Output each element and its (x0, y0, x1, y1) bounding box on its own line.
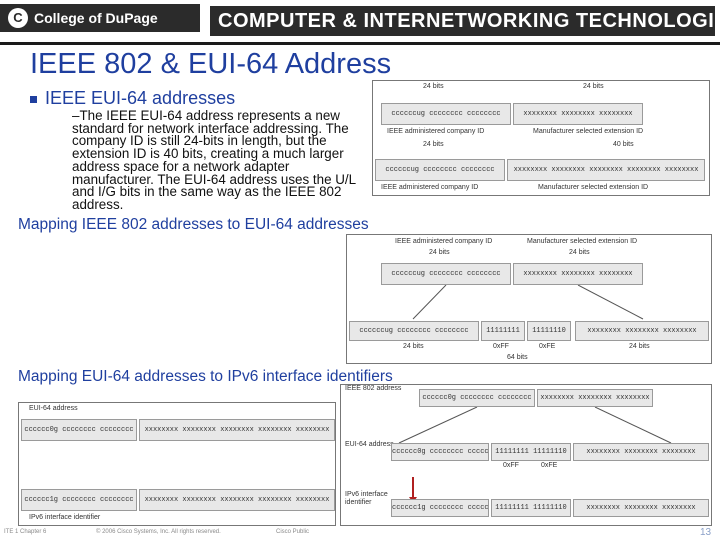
ff-field: 11111111 (481, 321, 525, 341)
company-id-field: ccccccug cccccccc cccccccc (349, 321, 479, 341)
slide-title: IEEE 802 & EUI-64 Address (30, 48, 392, 80)
footer-chapter: ITE 1 Chapter 6 (4, 529, 47, 535)
company-id-field: cccccc0g cccccccc cccccccc (21, 419, 137, 441)
diagram-802-to-eui64: IEEE administered company ID Manufacture… (346, 234, 712, 364)
bullet-text: IEEE EUI-64 addresses (45, 88, 236, 108)
footer-classification: Cisco Public (276, 529, 310, 535)
arrow-line (412, 285, 447, 320)
company-id-caption: IEEE administered company ID (387, 128, 485, 135)
ipv6-interface-id-caption: IPv6 interface identifier (29, 514, 101, 521)
extension-id-field: xxxxxxxx xxxxxxxx xxxxxxxx (513, 103, 643, 125)
fffe-field: 11111111 11111110 (491, 443, 571, 461)
mapping-arrows (412, 285, 644, 320)
extension-id-field: xxxxxxxx xxxxxxxx xxxxxxxx (573, 443, 709, 461)
program-name: COMPUTER & INTERNETWORKING TECHNOLOGIES (218, 10, 720, 32)
header-divider (0, 42, 720, 45)
bits-label: 40 bits (613, 141, 634, 148)
ff-label: 0xFF (503, 462, 519, 469)
extension-id-field: xxxxxxxx xxxxxxxx xxxxxxxx (537, 389, 653, 407)
total-bits-label: 64 bits (507, 354, 528, 361)
company-id-field: ccccccug cccccccc cccccccc (381, 103, 511, 125)
company-id-field: cccccc1g cccccccc cccccccc (391, 499, 489, 517)
ipv6-interface-id-caption: IPv6 interface identifier (345, 491, 388, 506)
extension-id-field: xxxxxxxx xxxxxxxx xxxxxxxx xxxxxxxx xxxx… (139, 419, 335, 441)
bits-label: 24 bits (423, 83, 444, 90)
diagram-802-vs-eui64: 24 bits 24 bits ccccccug cccccccc cccccc… (372, 80, 710, 196)
heading-mapping-802: Mapping IEEE 802 addresses to EUI-64 add… (18, 216, 369, 233)
company-id-field: ccccccug cccccccc cccccccc (381, 263, 511, 285)
company-id-caption: IEEE administered company ID (381, 184, 479, 191)
bits-label: 24 bits (583, 83, 604, 90)
eui64-caption: EUI-64 address (345, 441, 394, 448)
college-logo-icon: C (8, 8, 28, 28)
company-id-caption: IEEE administered company ID (395, 238, 493, 245)
diagram-802-to-ipv6: IEEE 802 address cccccc0g cccccccc ccccc… (340, 384, 712, 526)
extension-id-field: xxxxxxxx xxxxxxxx xxxxxxxx xxxxxxxx xxxx… (139, 489, 335, 511)
extension-id-caption: Manufacturer selected extension ID (533, 128, 644, 135)
eui64-description: –The IEEE EUI-64 address represents a ne… (72, 108, 356, 212)
extension-id-caption: Manufacturer selected extension ID (527, 238, 638, 245)
bits-label: 24 bits (403, 343, 424, 350)
footer-copyright: © 2006 Cisco Systems, Inc. All rights re… (96, 529, 221, 535)
fffe-field: 11111111 11111110 (491, 499, 571, 517)
arrow-line (398, 407, 478, 444)
fe-label: 0xFE (539, 343, 556, 350)
heading-mapping-ipv6: Mapping EUI-64 addresses to IPv6 interfa… (18, 368, 393, 385)
program-banner (210, 6, 715, 36)
company-id-field: cccccc0g cccccccc cccccccc (419, 389, 535, 407)
bits-label: 24 bits (569, 249, 590, 256)
eui64-caption: EUI-64 address (29, 405, 78, 412)
college-name: College of DuPage (34, 10, 158, 26)
mapping-arrows (398, 407, 672, 503)
extension-id-field: xxxxxxxx xxxxxxxx xxxxxxxx (573, 499, 709, 517)
page-number: 13 (700, 527, 712, 538)
company-id-field: cccccc1g cccccccc cccccccc (21, 489, 137, 511)
fe-label: 0xFE (541, 462, 558, 469)
extension-id-caption: Manufacturer selected extension ID (538, 184, 649, 191)
arrow-line (594, 407, 672, 444)
bullet-square-icon (30, 95, 37, 103)
bits-label: 24 bits (429, 249, 450, 256)
bits-label: 24 bits (629, 343, 650, 350)
diagram-eui64-to-ipv6: EUI-64 address cccccc0g cccccccc ccccccc… (18, 402, 336, 526)
ieee802-caption: IEEE 802 address (345, 385, 402, 392)
fe-field: 11111110 (527, 321, 571, 341)
ff-label: 0xFF (493, 343, 509, 350)
company-id-field: ccccccug cccccccc cccccccc (375, 159, 505, 181)
bits-label: 24 bits (423, 141, 444, 148)
college-banner (0, 4, 200, 32)
bullet-eui64: IEEE EUI-64 addresses (30, 88, 235, 108)
extension-id-field: xxxxxxxx xxxxxxxx xxxxxxxx xxxxxxxx xxxx… (507, 159, 705, 181)
arrow-line (577, 285, 644, 320)
company-id-field: cccccc0g cccccccc cccccccc (391, 443, 489, 461)
extension-id-field: xxxxxxxx xxxxxxxx xxxxxxxx (575, 321, 709, 341)
extension-id-field: xxxxxxxx xxxxxxxx xxxxxxxx (513, 263, 643, 285)
